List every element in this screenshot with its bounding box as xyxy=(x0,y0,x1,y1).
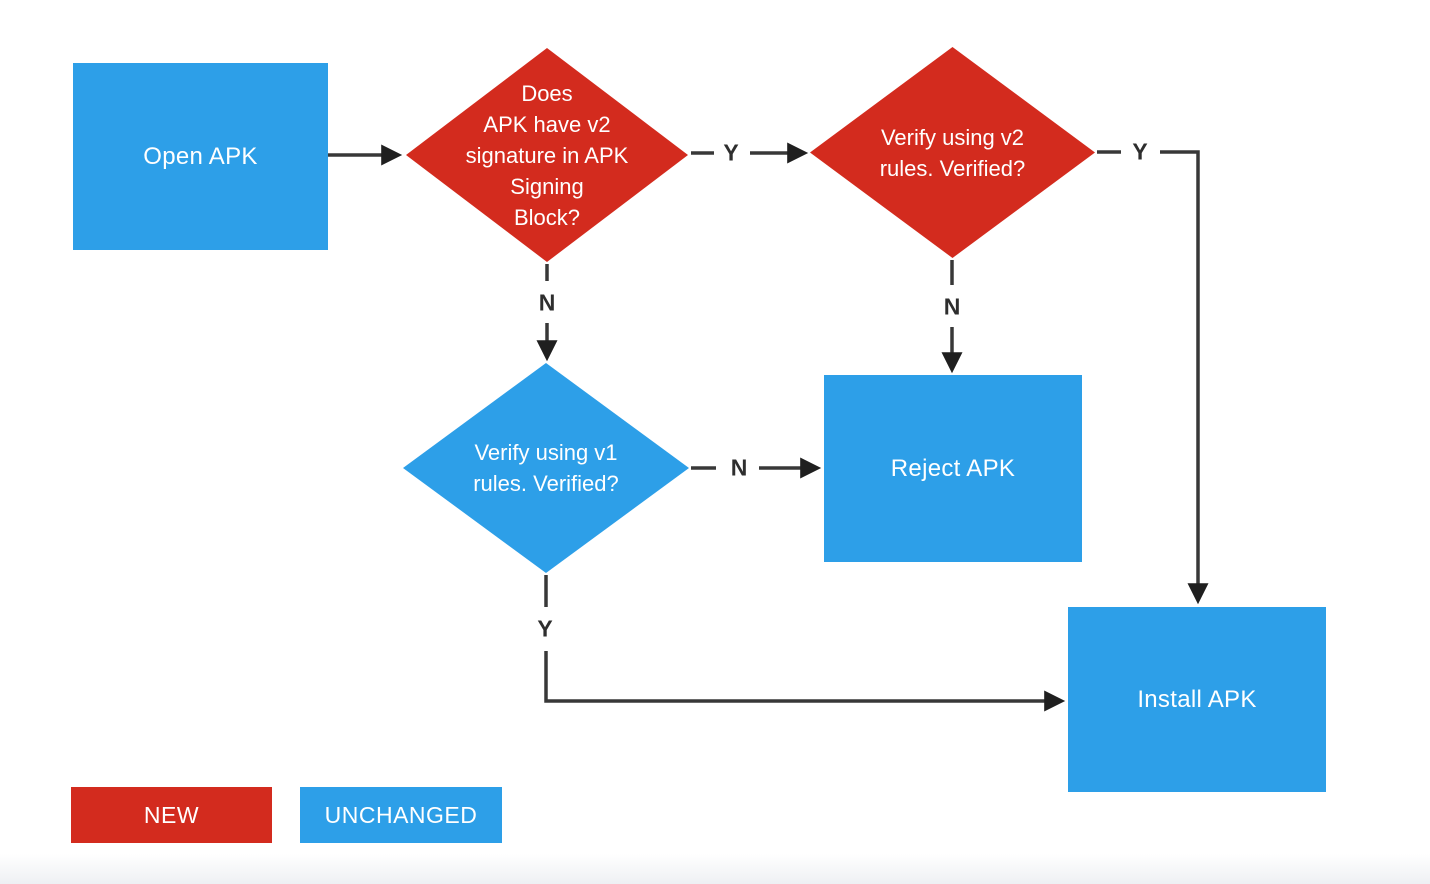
page-bottom-strip xyxy=(0,854,1430,884)
node-install-apk-label: Install APK xyxy=(1137,685,1257,713)
legend-new: NEW xyxy=(71,787,272,843)
edge-v1verify-yes-arrow xyxy=(544,651,1066,712)
node-v2-signature-check-label: Does APK have v2 signature in APK Signin… xyxy=(465,80,629,230)
node-reject-apk: Reject APK xyxy=(824,375,1082,562)
edge-label-v2verify-yes: Y xyxy=(1132,138,1148,165)
node-v2-verify-label: Verify using v2 rules. Verified? xyxy=(879,124,1026,181)
edge-v2verify-yes-arrow xyxy=(1160,150,1209,605)
node-v1-verify-label: Verify using v1 rules. Verified? xyxy=(473,440,619,496)
node-reject-apk-label: Reject APK xyxy=(890,454,1016,482)
edge-label-v2verify-no: N xyxy=(943,293,961,320)
edge-label-v1verify-yes: Y xyxy=(537,615,553,642)
legend-unchanged-label: UNCHANGED xyxy=(324,801,478,828)
node-open-apk: Open APK xyxy=(73,63,328,250)
legend-new-label: NEW xyxy=(143,801,200,828)
node-open-apk-label: Open APK xyxy=(143,142,258,170)
edge-label-v2check-no: N xyxy=(538,289,556,316)
edge-label-v1verify-no: N xyxy=(730,454,748,481)
edge-label-v2check-yes: Y xyxy=(723,139,739,166)
node-install-apk: Install APK xyxy=(1068,607,1326,792)
legend-unchanged: UNCHANGED xyxy=(300,787,502,843)
